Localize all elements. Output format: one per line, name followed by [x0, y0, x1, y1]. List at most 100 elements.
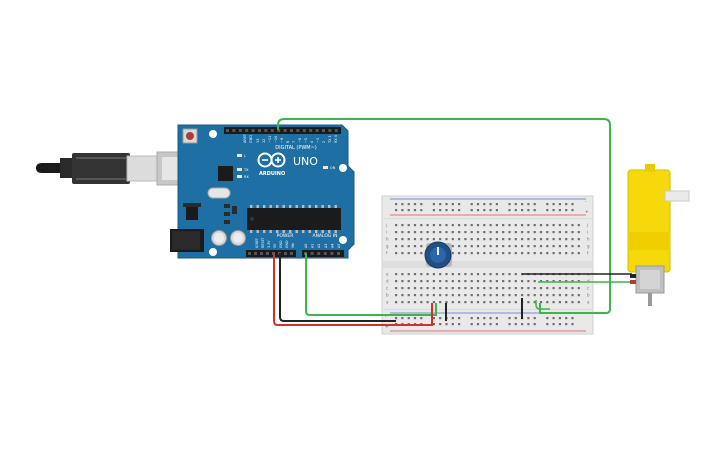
wire-jumper-green[interactable] — [535, 300, 550, 310]
breadboard-hole[interactable] — [420, 317, 423, 320]
breadboard-hole[interactable] — [514, 273, 517, 276]
breadboard-hole[interactable] — [407, 280, 410, 283]
breadboard-hole[interactable] — [546, 245, 549, 248]
breadboard-hole[interactable] — [426, 287, 429, 290]
breadboard-hole[interactable] — [571, 245, 574, 248]
header-pin[interactable] — [258, 129, 261, 132]
breadboard-hole[interactable] — [395, 252, 398, 255]
breadboard-hole[interactable] — [502, 224, 505, 227]
breadboard-hole[interactable] — [514, 280, 517, 283]
breadboard-hole[interactable] — [458, 252, 461, 255]
breadboard-hole[interactable] — [464, 238, 467, 241]
breadboard-hole[interactable] — [495, 252, 498, 255]
header-pin[interactable] — [270, 129, 274, 132]
breadboard-hole[interactable] — [514, 323, 517, 326]
dc-gear-motor-icon[interactable] — [627, 164, 690, 306]
breadboard-hole[interactable] — [470, 224, 473, 227]
breadboard-hole[interactable] — [476, 203, 480, 206]
breadboard-hole[interactable] — [432, 280, 435, 283]
breadboard-hole[interactable] — [407, 252, 410, 255]
breadboard-hole[interactable] — [420, 203, 423, 206]
breadboard-hole[interactable] — [502, 245, 505, 248]
breadboard-hole[interactable] — [458, 294, 461, 297]
breadboard-hole[interactable] — [458, 209, 461, 212]
breadboard-hole[interactable] — [489, 280, 492, 283]
breadboard-hole[interactable] — [395, 224, 398, 227]
breadboard-hole[interactable] — [420, 224, 423, 227]
breadboard-hole[interactable] — [432, 209, 435, 212]
breadboard-hole[interactable] — [565, 301, 568, 304]
breadboard-hole[interactable] — [489, 209, 492, 212]
breadboard-hole[interactable] — [521, 231, 524, 234]
breadboard-hole[interactable] — [395, 280, 398, 283]
breadboard-hole[interactable] — [401, 245, 404, 248]
breadboard-hole[interactable] — [483, 203, 486, 206]
breadboard-hole[interactable] — [539, 252, 543, 255]
breadboard-hole[interactable] — [439, 224, 442, 227]
header-pin[interactable] — [232, 129, 236, 132]
breadboard-hole[interactable] — [489, 273, 492, 276]
breadboard-hole[interactable] — [558, 323, 561, 326]
breadboard-hole[interactable] — [483, 317, 486, 320]
breadboard-hole[interactable] — [458, 301, 461, 304]
breadboard-hole[interactable] — [470, 245, 473, 248]
wire-a0-green[interactable] — [305, 253, 437, 316]
breadboard-hole[interactable] — [458, 280, 461, 283]
breadboard-hole[interactable] — [552, 323, 555, 326]
breadboard-hole[interactable] — [458, 203, 461, 206]
breadboard-hole[interactable] — [451, 203, 454, 206]
breadboard-hole[interactable] — [483, 280, 486, 283]
breadboard-hole[interactable] — [495, 317, 498, 320]
breadboard-hole[interactable] — [445, 280, 448, 283]
breadboard-hole[interactable] — [445, 323, 448, 326]
breadboard-hole[interactable] — [539, 294, 543, 297]
breadboard-hole[interactable] — [451, 231, 454, 234]
breadboard-hole[interactable] — [539, 245, 543, 248]
breadboard-hole[interactable] — [495, 203, 498, 206]
breadboard-hole[interactable] — [407, 238, 410, 241]
breadboard-hole[interactable] — [577, 287, 580, 290]
breadboard-hole[interactable] — [565, 252, 568, 255]
header-pin[interactable] — [266, 252, 269, 255]
breadboard-hole[interactable] — [464, 231, 467, 234]
breadboard-hole[interactable] — [508, 238, 511, 241]
breadboard-hole[interactable] — [413, 209, 417, 212]
breadboard-hole[interactable] — [508, 209, 511, 212]
breadboard-hole[interactable] — [521, 287, 524, 290]
header-pin[interactable] — [238, 129, 242, 132]
header-pin[interactable] — [290, 252, 293, 255]
breadboard-hole[interactable] — [533, 252, 536, 255]
breadboard-hole[interactable] — [439, 323, 442, 326]
breadboard-hole[interactable] — [565, 317, 568, 320]
breadboard-hole[interactable] — [546, 203, 549, 206]
breadboard-hole[interactable] — [420, 294, 423, 297]
breadboard-hole[interactable] — [521, 209, 524, 212]
breadboard-hole[interactable] — [476, 280, 480, 283]
breadboard-hole[interactable] — [533, 224, 536, 227]
breadboard-hole[interactable] — [527, 224, 530, 227]
breadboard-hole[interactable] — [514, 203, 517, 206]
breadboard-hole[interactable] — [439, 317, 442, 320]
breadboard-hole[interactable] — [395, 301, 398, 304]
breadboard-hole[interactable] — [483, 294, 486, 297]
breadboard-hole[interactable] — [521, 323, 524, 326]
breadboard-hole[interactable] — [508, 252, 511, 255]
breadboard-hole[interactable] — [508, 245, 511, 248]
breadboard-hole[interactable] — [445, 301, 448, 304]
breadboard-hole[interactable] — [565, 231, 568, 234]
breadboard-hole[interactable] — [445, 224, 448, 227]
breadboard-hole[interactable] — [464, 273, 467, 276]
breadboard-hole[interactable] — [445, 238, 448, 241]
breadboard-hole[interactable] — [451, 238, 454, 241]
breadboard-hole[interactable] — [401, 317, 404, 320]
breadboard-hole[interactable] — [508, 231, 511, 234]
header-pin[interactable] — [302, 129, 306, 132]
breadboard-hole[interactable] — [458, 273, 461, 276]
breadboard-hole[interactable] — [558, 238, 561, 241]
breadboard-hole[interactable] — [495, 301, 498, 304]
breadboard-hole[interactable] — [533, 238, 536, 241]
breadboard-hole[interactable] — [527, 280, 530, 283]
breadboard-hole[interactable] — [401, 287, 404, 290]
breadboard-hole[interactable] — [445, 287, 448, 290]
breadboard-hole[interactable] — [533, 301, 536, 304]
